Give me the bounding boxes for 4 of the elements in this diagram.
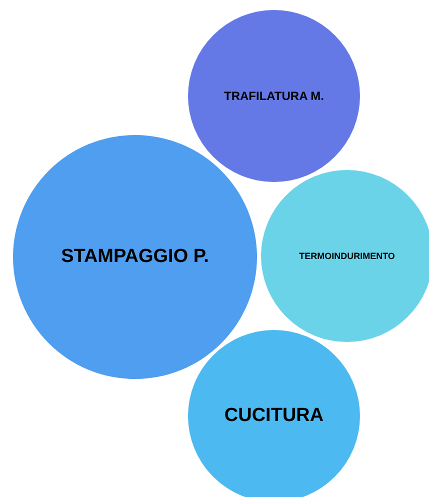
- node-label: CUCITURA: [224, 405, 324, 427]
- node-label: TRAFILATURA M.: [224, 89, 324, 103]
- node-label: TERMOINDURIMENTO: [299, 251, 395, 261]
- node-label: STAMPAGGIO P.: [61, 246, 209, 268]
